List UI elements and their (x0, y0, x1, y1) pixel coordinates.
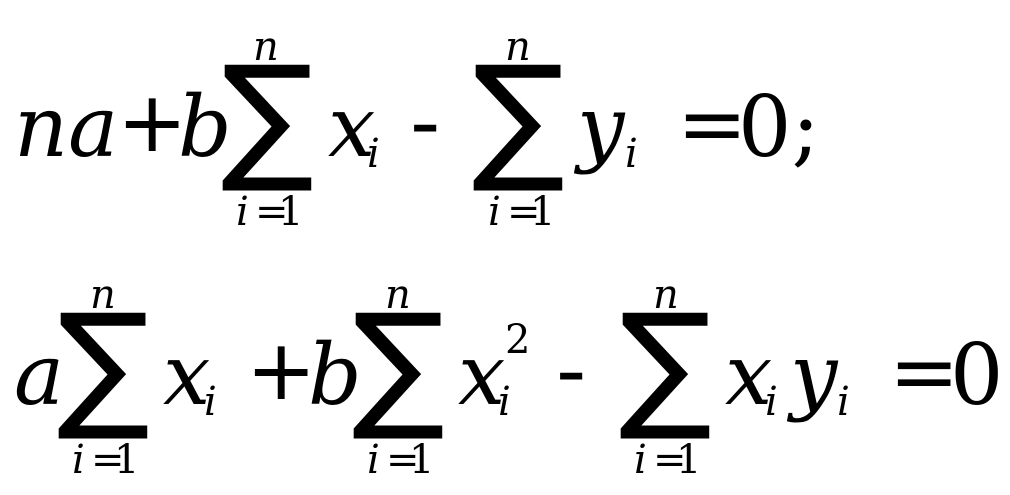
plus-sign: + (117, 73, 188, 171)
coefficient-a: a (14, 326, 65, 424)
subscript-i: i (498, 379, 511, 425)
sum-lower-index: i (72, 437, 85, 483)
subscript-i: i (204, 379, 217, 425)
sigma-symbol: ∑ (619, 284, 712, 445)
variable-x: x (163, 326, 211, 424)
sigma-symbol: ∑ (57, 284, 150, 445)
term-na: na (14, 78, 119, 176)
sum-lower-index: i (367, 437, 380, 483)
subscript-i: i (367, 131, 380, 177)
minus-sign: - (556, 321, 587, 419)
equals-sign: = (889, 323, 960, 421)
minus-sign: - (410, 73, 441, 171)
sum-lower-value: 1 (114, 437, 140, 483)
sum-lower-equals: = (653, 437, 687, 483)
sum-lower-value: 1 (530, 189, 556, 235)
variable-x-squared: x (458, 326, 506, 424)
coefficient-b: b (178, 78, 232, 176)
superscript-2: 2 (505, 317, 531, 363)
sum-lower-equals: = (507, 189, 541, 235)
sum-upper-limit: n (90, 272, 116, 318)
subscript-i: i (765, 379, 778, 425)
variable-y: y (790, 326, 838, 424)
rhs-zero: 0 (950, 326, 1004, 424)
sum-upper-limit: n (653, 272, 679, 318)
sum-lower-index: i (488, 189, 501, 235)
sigma-symbol: ∑ (221, 36, 314, 197)
equals-sign: = (677, 75, 748, 173)
sigma-symbol: ∑ (472, 36, 565, 197)
subscript-i: i (625, 131, 638, 177)
rhs-zero: 0; (738, 78, 820, 176)
sum-lower-value: 1 (409, 437, 435, 483)
sum-lower-value: 1 (676, 437, 702, 483)
subscript-i: i (837, 379, 850, 425)
sigma-symbol: ∑ (352, 284, 445, 445)
sum-lower-equals: = (386, 437, 420, 483)
variable-x: x (725, 326, 773, 424)
sum-lower-equals: = (91, 437, 125, 483)
sum-upper-limit: n (385, 272, 411, 318)
sum-upper-limit: n (505, 24, 531, 70)
variable-y: y (577, 78, 625, 176)
sum-lower-index: i (634, 437, 647, 483)
sum-lower-index: i (236, 189, 249, 235)
variable-x: x (328, 78, 376, 176)
sum-lower-equals: = (255, 189, 289, 235)
sum-upper-limit: n (253, 24, 279, 70)
plus-sign: + (246, 321, 317, 419)
sum-lower-value: 1 (278, 189, 304, 235)
coefficient-b: b (308, 326, 362, 424)
